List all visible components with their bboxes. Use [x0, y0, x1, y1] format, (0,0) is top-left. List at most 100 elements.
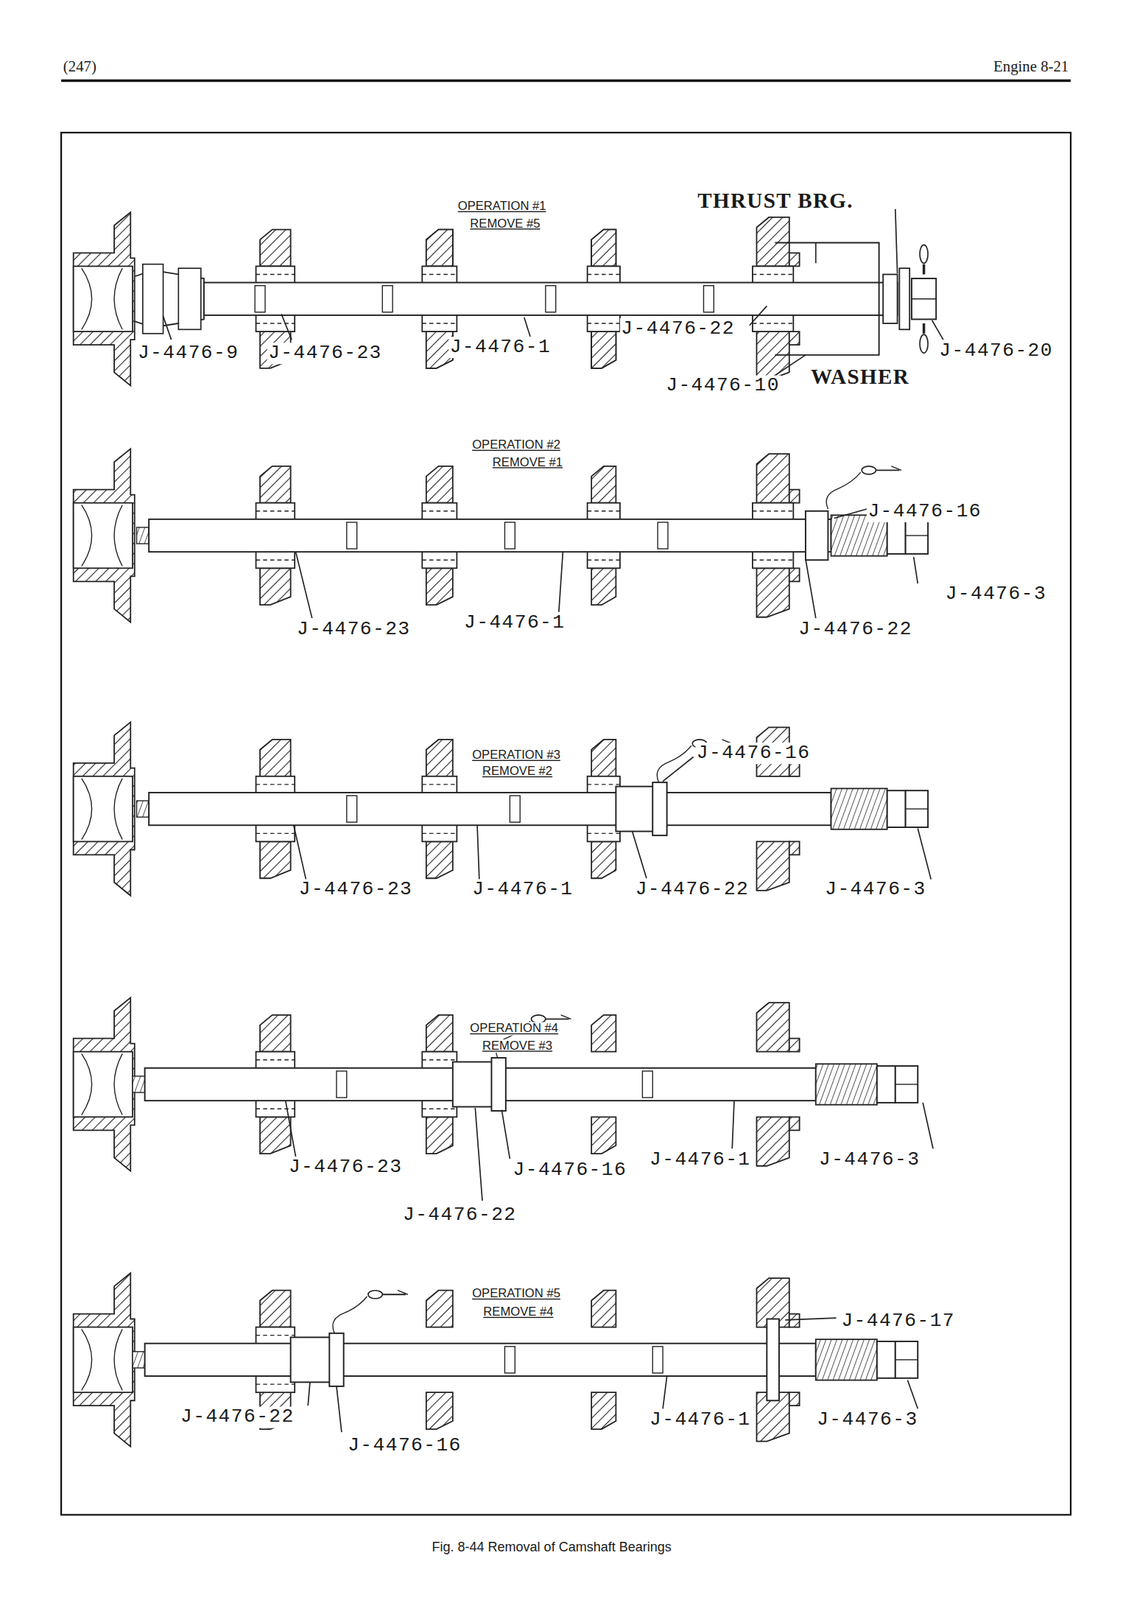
drawing-path	[114, 1328, 123, 1390]
drawing-line	[421, 559, 457, 561]
tool-number: J-4476-16	[866, 500, 983, 523]
drawing-line	[587, 273, 621, 275]
leader-line	[558, 551, 564, 612]
part-outline	[766, 1318, 780, 1400]
drawing-path	[259, 1116, 291, 1154]
leader-line	[281, 314, 292, 341]
leader-line	[834, 508, 867, 518]
drawing-path	[591, 331, 616, 369]
tool-number: J-4476-23	[267, 342, 383, 364]
drawing-path	[756, 1002, 789, 1051]
part-outline	[452, 1061, 494, 1107]
drawing-path	[826, 472, 861, 509]
drawing-line	[256, 832, 296, 834]
drawing-path	[332, 1296, 368, 1333]
drawing-path	[591, 229, 616, 267]
tool-number: J-4476-1	[471, 879, 575, 901]
part-outline	[657, 522, 668, 549]
drawing-path	[656, 745, 692, 783]
tool-number: J-4476-16	[511, 1159, 628, 1181]
leader-line	[749, 305, 768, 325]
drawing-path	[591, 840, 616, 878]
operation-title: OPERATION #1	[456, 199, 548, 213]
part-outline	[382, 285, 393, 313]
drawing-path	[591, 567, 616, 605]
page-number: (247)	[63, 58, 97, 76]
drawing-line	[421, 273, 457, 275]
drawing-path	[426, 1116, 453, 1154]
drawing-path	[426, 229, 453, 267]
drawing-path	[426, 739, 453, 777]
leader-line	[307, 1381, 311, 1406]
cotter-pin	[368, 1290, 383, 1299]
tool-number: J-4476-22	[402, 1204, 518, 1226]
drawing-path	[114, 504, 123, 566]
tool-number: J-4476-3	[818, 1149, 922, 1171]
tool-number: J-4476-23	[297, 879, 414, 901]
drawing-line	[905, 534, 928, 536]
drawing-line	[382, 1293, 406, 1295]
operation-title: OPERATION #3	[471, 748, 562, 762]
figure-frame	[61, 132, 1071, 1515]
drawing-line	[752, 273, 794, 275]
operation-step: REMOVE #4	[482, 1304, 555, 1319]
part-outline	[254, 285, 266, 313]
tool-number: J-4476-3	[944, 583, 1048, 605]
operation-step: REMOVE #2	[481, 765, 554, 779]
drawing-line	[895, 1083, 918, 1084]
part-outline	[831, 787, 888, 829]
tool-number: J-4476-16	[695, 742, 811, 764]
drawing-line	[421, 1108, 457, 1110]
drawing-line	[561, 1014, 572, 1020]
tool-number: J-4476-10	[664, 375, 781, 397]
drawing-path	[81, 1053, 93, 1115]
part-outline	[142, 264, 164, 334]
tool-number: J-4476-16	[346, 1434, 463, 1456]
drawing-line	[587, 783, 621, 785]
drawing-path	[756, 217, 789, 266]
part-outline	[615, 786, 657, 832]
drawing-path	[774, 243, 879, 355]
tool-number: J-4476-3	[815, 1409, 920, 1431]
leader-line	[917, 827, 931, 879]
part-outline	[509, 795, 520, 822]
drawing-line	[256, 510, 296, 512]
drawing-path	[789, 252, 800, 266]
leader-line	[662, 1375, 668, 1408]
tool-number: J-4476-22	[634, 879, 750, 901]
drawing-path	[114, 1053, 123, 1115]
drawing-line	[256, 1382, 296, 1384]
drawing-path	[73, 1272, 135, 1446]
part-outline	[336, 1070, 347, 1098]
header-rule	[61, 79, 1071, 82]
leader-line	[805, 558, 816, 618]
drawing-path	[426, 1014, 453, 1052]
drawing-line	[256, 322, 296, 324]
drawing-path	[81, 1328, 93, 1390]
part-outline	[132, 1075, 146, 1093]
drawing-line	[891, 466, 902, 471]
part-outline	[815, 1063, 878, 1104]
part-outline	[203, 282, 898, 316]
tool-number: J-4476-9	[136, 342, 241, 364]
part-outline	[703, 285, 714, 313]
drawing-path	[789, 1038, 800, 1052]
drawing-line	[752, 510, 794, 512]
tool-number: J-4476-1	[648, 1409, 752, 1431]
part-outline	[73, 1326, 133, 1393]
drawing-line	[545, 1017, 570, 1020]
tool-number: J-4476-1	[448, 336, 552, 358]
part-outline	[504, 522, 515, 549]
drawing-path	[756, 840, 789, 890]
part-outline	[136, 527, 150, 544]
tool-number: J-4476-22	[620, 318, 736, 340]
drawing-path	[81, 778, 93, 840]
part-outline	[491, 1057, 506, 1111]
part-outline	[877, 1340, 896, 1378]
drawing-line	[256, 559, 296, 561]
part-outline	[73, 265, 133, 332]
leader-line	[285, 1100, 297, 1157]
part-outline	[178, 268, 201, 330]
drawing-path	[426, 229, 453, 267]
cotter-pin	[861, 466, 876, 475]
